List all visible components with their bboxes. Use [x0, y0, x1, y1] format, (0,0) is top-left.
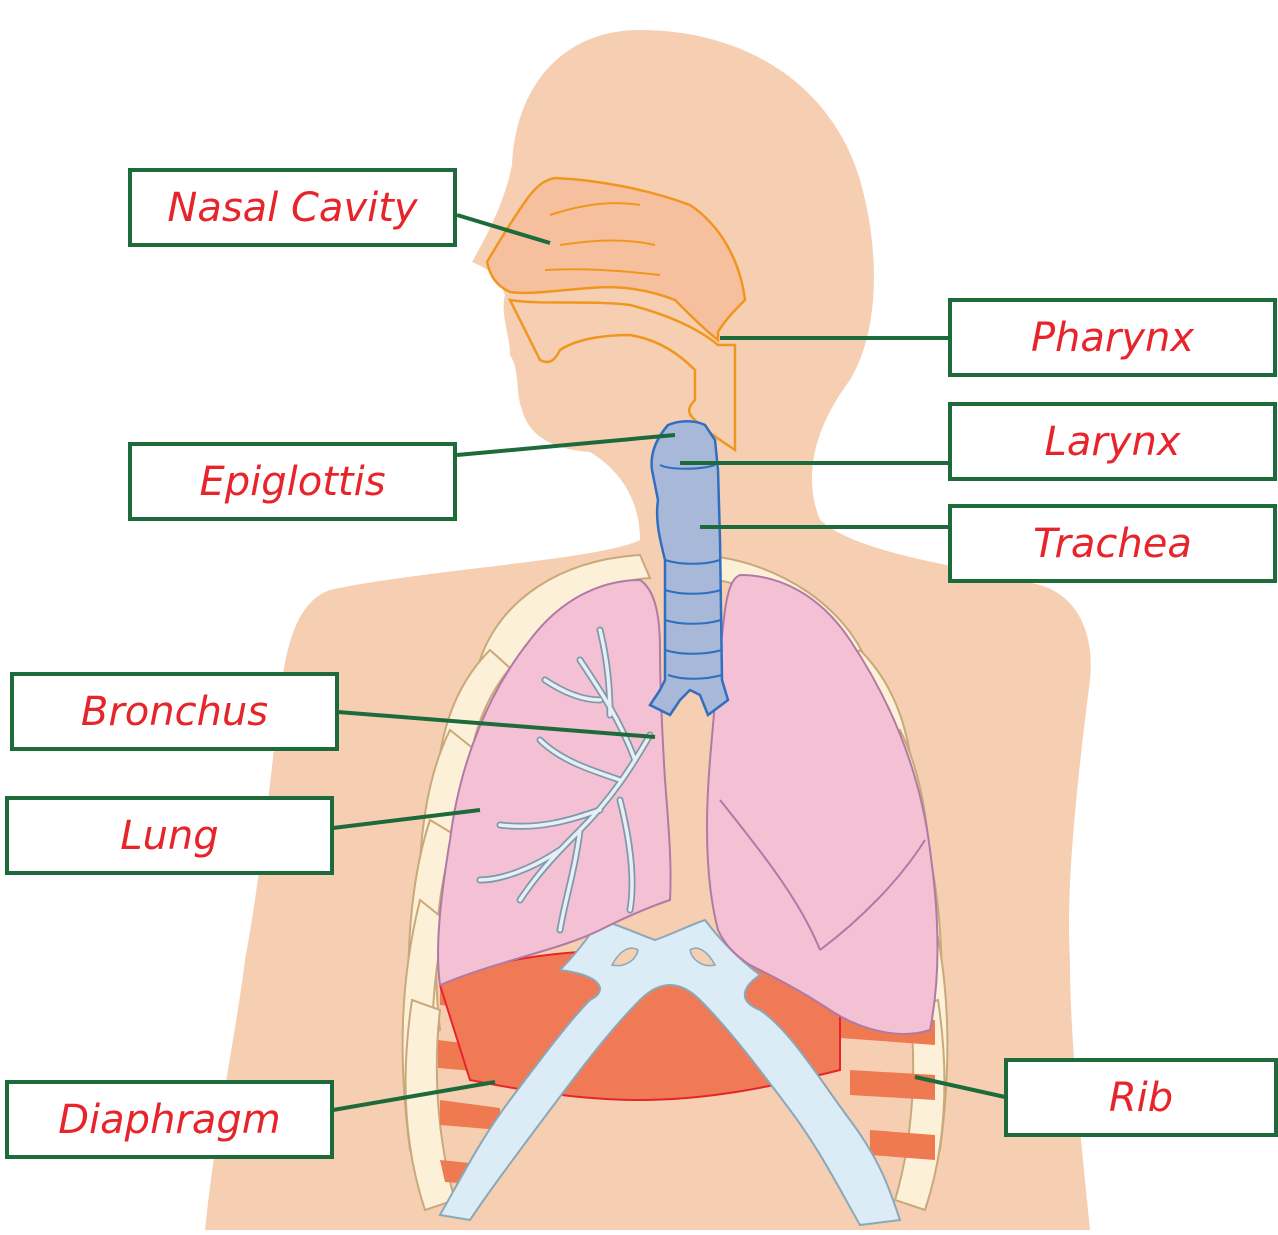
label-nasal-cavity-text: Nasal Cavity	[167, 185, 417, 231]
label-bronchus-text: Bronchus	[81, 689, 268, 735]
label-pharynx: Pharynx	[948, 298, 1277, 377]
label-diaphragm-text: Diaphragm	[58, 1097, 280, 1143]
label-trachea-text: Trachea	[1033, 521, 1192, 567]
label-larynx-text: Larynx	[1045, 419, 1181, 465]
label-larynx: Larynx	[948, 402, 1277, 481]
label-rib: Rib	[1004, 1058, 1278, 1137]
label-diaphragm: Diaphragm	[5, 1080, 334, 1159]
label-epiglottis-text: Epiglottis	[199, 459, 385, 505]
label-rib-text: Rib	[1109, 1075, 1173, 1121]
label-pharynx-text: Pharynx	[1031, 315, 1194, 361]
label-epiglottis: Epiglottis	[128, 442, 457, 521]
label-nasal-cavity: Nasal Cavity	[128, 168, 457, 247]
label-lung-text: Lung	[120, 813, 218, 859]
label-trachea: Trachea	[948, 504, 1277, 583]
label-bronchus: Bronchus	[10, 672, 339, 751]
label-lung: Lung	[5, 796, 334, 875]
